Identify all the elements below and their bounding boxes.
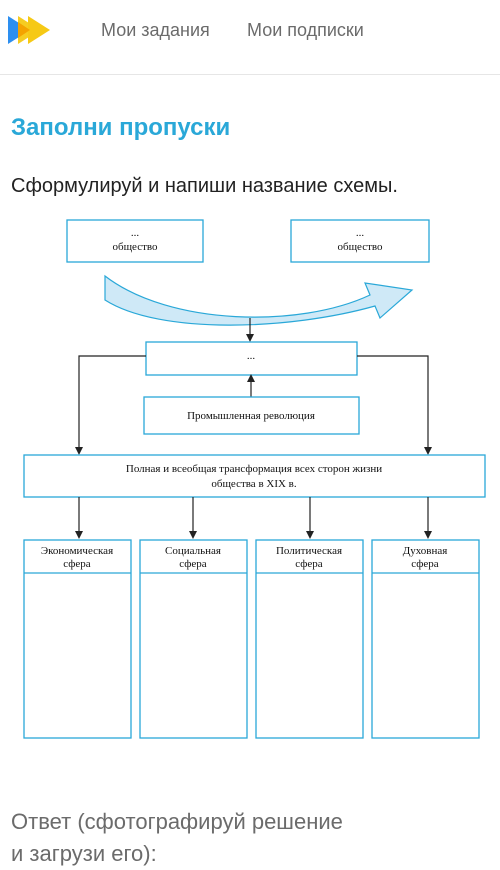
nav-my-tasks[interactable]: Мои задания (101, 20, 210, 40)
answer-line1: Ответ (сфотографируй решение (11, 809, 343, 834)
task-title: Заполни пропуски (11, 114, 231, 141)
sphere-spiritual: Духовная сфера (371, 539, 480, 739)
box-transformation: Полная и всеобщая трансформация всех сто… (23, 454, 486, 498)
box-left-label: общество (112, 241, 158, 253)
answer-line2: и загрузи его): (11, 841, 157, 866)
answer-prompt: Ответ (сфотографируй решение и загрузи е… (11, 806, 343, 870)
box-center-dots: ... (247, 350, 256, 362)
logo-icon[interactable] (6, 12, 52, 48)
box-center: ... (145, 341, 358, 376)
scheme-diagram: ... общество ... общество ... Промышленн… (23, 219, 486, 739)
box-right-dots: ... (356, 227, 365, 239)
box-left-dots: ... (131, 227, 140, 239)
top-nav: Мои задания Мои подписки (0, 0, 500, 75)
box-right-label: общество (337, 241, 383, 253)
sphere-political: Политическая сфера (255, 539, 364, 739)
sphere-spiritual-line1: Духовная (403, 545, 448, 557)
transform-line2: общества в XIX в. (211, 478, 297, 490)
sphere-spiritual-line2: сфера (411, 558, 439, 570)
task-question: Сформулируй и напиши название схемы. (11, 175, 398, 197)
sphere-political-line1: Политическая (276, 545, 342, 557)
sphere-social-line1: Социальная (165, 545, 221, 557)
sphere-economic-line2: сфера (63, 558, 91, 570)
sphere-economic: Экономическая сфера (23, 539, 132, 739)
box-right-society: ... общество (290, 219, 430, 263)
box-industrial-revolution: Промышленная революция (143, 396, 360, 435)
sphere-political-line2: сфера (295, 558, 323, 570)
sphere-economic-line1: Экономическая (41, 545, 113, 557)
box-left-society: ... общество (66, 219, 204, 263)
revolution-label: Промышленная революция (187, 410, 315, 422)
transition-arrow (104, 274, 414, 326)
nav-my-subscriptions[interactable]: Мои подписки (247, 20, 364, 40)
sphere-social: Социальная сфера (139, 539, 248, 739)
sphere-social-line2: сфера (179, 558, 207, 570)
transform-line1: Полная и всеобщая трансформация всех сто… (126, 463, 382, 475)
